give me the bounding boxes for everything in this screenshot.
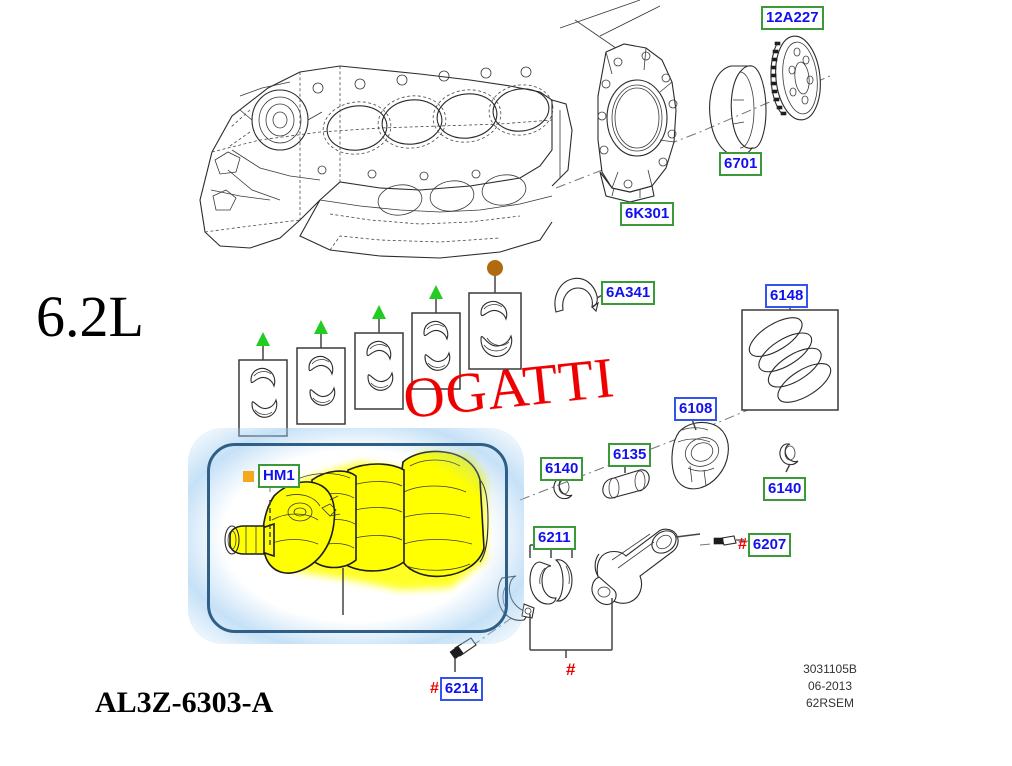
rear-cover-drawing [597, 43, 678, 203]
orange-square-marker-icon [243, 470, 254, 482]
hash-marker-icon: # [430, 680, 439, 697]
engine-size-label: 6.2L [36, 284, 144, 349]
callout-6207[interactable]: #6207 [738, 533, 792, 557]
callout-6140b[interactable]: 6140 [763, 477, 807, 501]
piston-rings-drawing [741, 300, 839, 411]
callout-label[interactable]: 6701 [719, 152, 763, 176]
hash-marker-icon: # [738, 536, 747, 553]
thrust-washer-drawing [554, 277, 599, 313]
callout-label[interactable]: 6135 [608, 443, 652, 467]
footer-drawing-number: 3031105B [803, 662, 857, 676]
callout-label[interactable]: 6K301 [620, 202, 675, 226]
footer-info: 3031105B 06-2013 62RSEM [750, 661, 910, 712]
connecting-rod-drawing [565, 528, 701, 658]
callout-6211[interactable]: 6211 [533, 526, 576, 550]
page-part-number: AL3Z-6303-A [95, 686, 274, 719]
callout-label[interactable]: 6148 [765, 284, 809, 308]
rod-assembly-hash: # [566, 660, 576, 679]
callout-6a341[interactable]: 6A341 [601, 281, 656, 305]
callout-6108[interactable]: 6108 [674, 397, 718, 421]
block-leaders [559, 0, 661, 37]
callout-hm1[interactable]: HM1 [243, 464, 300, 488]
piston-drawing [671, 413, 729, 490]
engine-block-drawing [199, 65, 573, 259]
callout-label[interactable]: 6207 [747, 533, 792, 557]
callout-6k301[interactable]: 6K301 [620, 202, 675, 226]
footer-code: 62RSEM [805, 696, 855, 710]
callout-label[interactable]: HM1 [258, 464, 300, 488]
callout-6701[interactable]: 6701 [719, 152, 763, 176]
callout-6135[interactable]: 6135 [608, 443, 652, 467]
callout-label[interactable]: 12A227 [761, 6, 824, 30]
callout-label[interactable]: 6A341 [601, 281, 656, 305]
callout-label[interactable]: 6211 [533, 526, 576, 550]
wrist-pin-drawing [602, 460, 650, 499]
pulse-ring-drawing [770, 35, 821, 121]
callout-6148[interactable]: 6148 [765, 284, 809, 308]
callout-label[interactable]: 6108 [674, 397, 718, 421]
callout-label[interactable]: 6140 [540, 457, 584, 481]
rod-bolt-drawing [713, 535, 744, 546]
footer-date: 06-2013 [807, 679, 853, 693]
main-bearing-cap-drawing [497, 575, 566, 651]
callout-6140a[interactable]: 6140 [540, 457, 584, 481]
callout-12a227[interactable]: 12A227 [761, 6, 824, 30]
main-cap-bolt-drawing [449, 637, 477, 672]
retaining-clip-right [779, 443, 799, 473]
callout-6214[interactable]: #6214 [430, 677, 484, 701]
callout-label[interactable]: 6140 [763, 477, 807, 501]
rear-main-seal-drawing [709, 65, 767, 157]
callout-label[interactable]: 6214 [439, 677, 484, 701]
main-bearing-boxes [238, 260, 522, 437]
